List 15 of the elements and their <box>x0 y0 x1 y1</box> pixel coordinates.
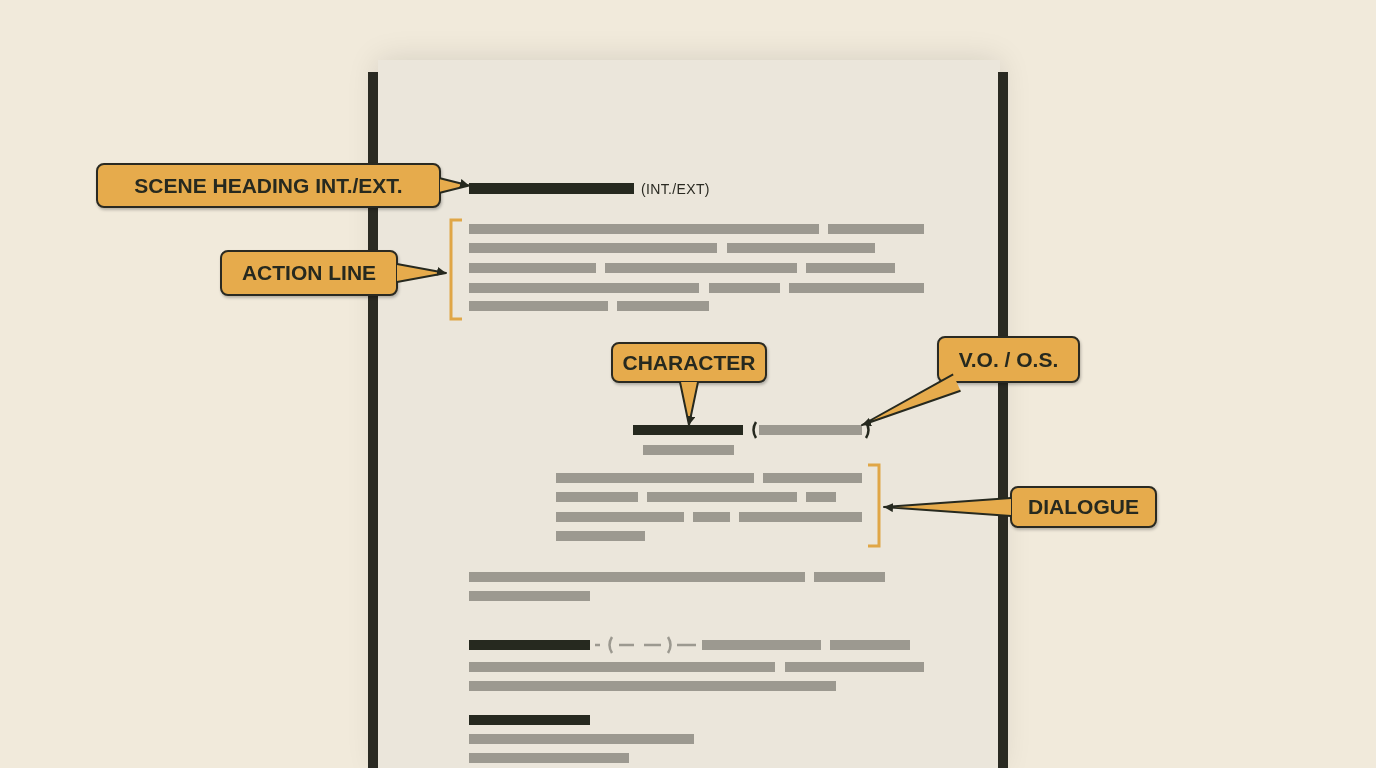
callout-pointer <box>439 177 470 194</box>
callout-label: DIALOGUE <box>1010 486 1157 528</box>
callout-pointer <box>883 497 1012 517</box>
callout-label: ACTION LINE <box>220 250 398 296</box>
callout-pointer <box>396 263 447 283</box>
scene-heading-note: (INT./EXT) <box>641 180 710 198</box>
callout-label: CHARACTER <box>611 342 767 383</box>
callout-pointer <box>861 373 962 427</box>
callout-label: SCENE HEADING INT./EXT. <box>96 163 441 208</box>
callout-pointer <box>679 381 699 426</box>
text-bar <box>759 425 862 435</box>
text-bar <box>469 183 634 194</box>
bracket <box>866 463 884 548</box>
callout-label: V.O. / O.S. <box>937 336 1080 383</box>
text-bar <box>633 425 743 435</box>
